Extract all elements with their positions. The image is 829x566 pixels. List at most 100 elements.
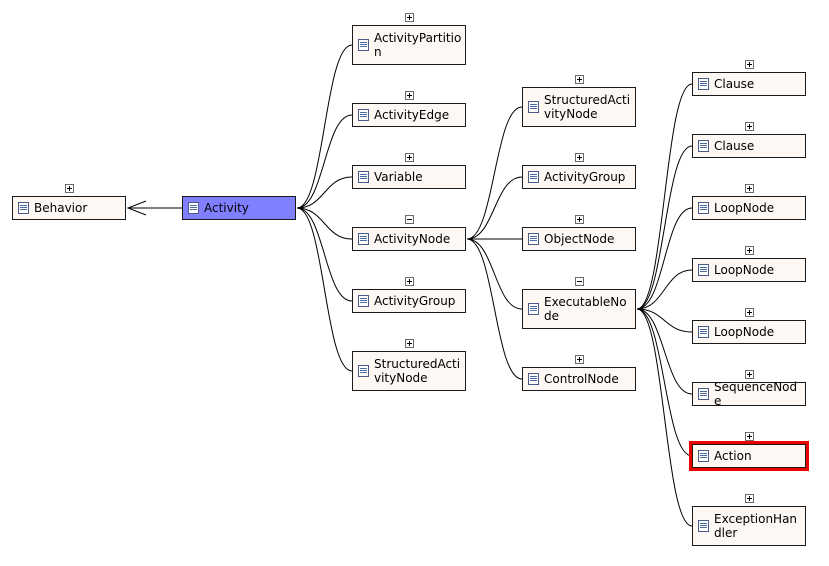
collapse-toggle-icon[interactable] — [405, 215, 414, 224]
expand-toggle-icon[interactable] — [405, 91, 414, 100]
association-edge — [296, 176, 353, 209]
class-icon — [698, 520, 709, 532]
expand-toggle-icon[interactable] — [575, 355, 584, 364]
class-icon — [358, 295, 369, 307]
class-icon — [698, 78, 709, 90]
association-edge — [636, 83, 693, 310]
node-label: StructuredActivityNode — [374, 357, 461, 385]
expand-toggle-icon[interactable] — [745, 60, 754, 69]
expand-toggle-icon[interactable] — [745, 370, 754, 379]
association-edge — [296, 207, 353, 302]
node-activity-group[interactable]: ActivityGroup — [522, 165, 636, 189]
association-edge — [636, 308, 693, 395]
expand-toggle-icon[interactable] — [575, 153, 584, 162]
expand-toggle-icon[interactable] — [745, 432, 754, 441]
collapse-toggle-icon[interactable] — [575, 277, 584, 286]
node-label: SequenceNode — [714, 380, 798, 408]
expand-toggle-icon[interactable] — [575, 215, 584, 224]
class-icon — [358, 171, 369, 183]
association-edge — [466, 238, 523, 380]
association-edge — [636, 308, 693, 333]
class-icon — [358, 233, 369, 245]
class-icon — [358, 109, 369, 121]
node-clause[interactable]: Clause — [692, 134, 806, 158]
class-icon — [528, 101, 539, 113]
node-activity-node[interactable]: ActivityNode — [352, 227, 466, 251]
node-behavior[interactable]: Behavior — [12, 196, 126, 220]
expand-toggle-icon[interactable] — [405, 13, 414, 22]
node-activity-edge[interactable]: ActivityEdge — [352, 103, 466, 127]
node-label: Clause — [714, 139, 755, 153]
node-label: ActivityGroup — [374, 294, 456, 308]
association-edge — [636, 269, 693, 310]
class-icon — [698, 326, 709, 338]
association-edge — [636, 308, 693, 527]
node-action[interactable]: Action — [689, 441, 809, 471]
node-loop-node[interactable]: LoopNode — [692, 320, 806, 344]
node-label: Activity — [204, 201, 249, 215]
expand-toggle-icon[interactable] — [405, 277, 414, 286]
expand-toggle-icon[interactable] — [65, 184, 74, 193]
expand-toggle-icon[interactable] — [405, 153, 414, 162]
expand-toggle-icon[interactable] — [745, 184, 754, 193]
class-icon — [18, 202, 29, 214]
node-object-node[interactable]: ObjectNode — [522, 227, 636, 251]
expand-toggle-icon[interactable] — [575, 75, 584, 84]
association-edge — [636, 207, 693, 310]
class-icon — [528, 373, 539, 385]
association-edge — [296, 44, 353, 209]
node-control-node[interactable]: ControlNode — [522, 367, 636, 391]
class-icon — [698, 264, 709, 276]
association-edge — [296, 114, 353, 209]
association-edge — [466, 176, 523, 240]
node-clause[interactable]: Clause — [692, 72, 806, 96]
node-variable[interactable]: Variable — [352, 165, 466, 189]
node-label: LoopNode — [714, 201, 775, 215]
class-icon — [698, 450, 709, 462]
node-structured-activity-node[interactable]: StructuredActivityNode — [352, 351, 466, 391]
node-label: ActivityGroup — [544, 170, 626, 184]
node-loop-node[interactable]: LoopNode — [692, 196, 806, 220]
node-label: ExceptionHandler — [714, 512, 798, 540]
node-label: LoopNode — [714, 263, 775, 277]
association-edge — [296, 207, 353, 372]
node-label: ActivityPartition — [374, 31, 462, 59]
expand-toggle-icon[interactable] — [745, 122, 754, 131]
expand-toggle-icon[interactable] — [405, 339, 414, 348]
node-label: Behavior — [34, 201, 88, 215]
node-activity[interactable]: Activity — [182, 196, 296, 220]
class-icon — [528, 233, 539, 245]
class-icon — [358, 365, 369, 377]
node-label: Action — [714, 449, 752, 463]
expand-toggle-icon[interactable] — [745, 246, 754, 255]
expand-toggle-icon[interactable] — [745, 494, 754, 503]
association-edge — [466, 238, 523, 310]
class-icon — [188, 202, 199, 214]
node-label: ObjectNode — [544, 232, 615, 246]
node-label: ExecutableNode — [544, 295, 627, 323]
association-edge — [466, 106, 523, 240]
class-icon — [698, 140, 709, 152]
node-label: StructuredActivityNode — [544, 93, 631, 121]
node-executable-node[interactable]: ExecutableNode — [522, 289, 636, 329]
node-loop-node[interactable]: LoopNode — [692, 258, 806, 282]
node-exception-handler[interactable]: ExceptionHandler — [692, 506, 806, 546]
association-edge — [636, 145, 693, 310]
node-sequence-node[interactable]: SequenceNode — [692, 380, 806, 408]
node-label: Clause — [714, 77, 755, 91]
node-label: ActivityNode — [374, 232, 451, 246]
node-label: ActivityEdge — [374, 108, 450, 122]
node-structured-activity-node[interactable]: StructuredActivityNode — [522, 87, 636, 127]
class-icon — [358, 39, 369, 51]
association-edge — [636, 308, 693, 457]
expand-toggle-icon[interactable] — [745, 308, 754, 317]
node-activity-partition[interactable]: ActivityPartition — [352, 25, 466, 65]
node-label: LoopNode — [714, 325, 775, 339]
generalization-edge — [126, 200, 182, 216]
node-activity-group[interactable]: ActivityGroup — [352, 289, 466, 313]
class-icon — [528, 171, 539, 183]
class-icon — [698, 202, 709, 214]
class-icon — [528, 303, 539, 315]
node-label: ControlNode — [544, 372, 619, 386]
